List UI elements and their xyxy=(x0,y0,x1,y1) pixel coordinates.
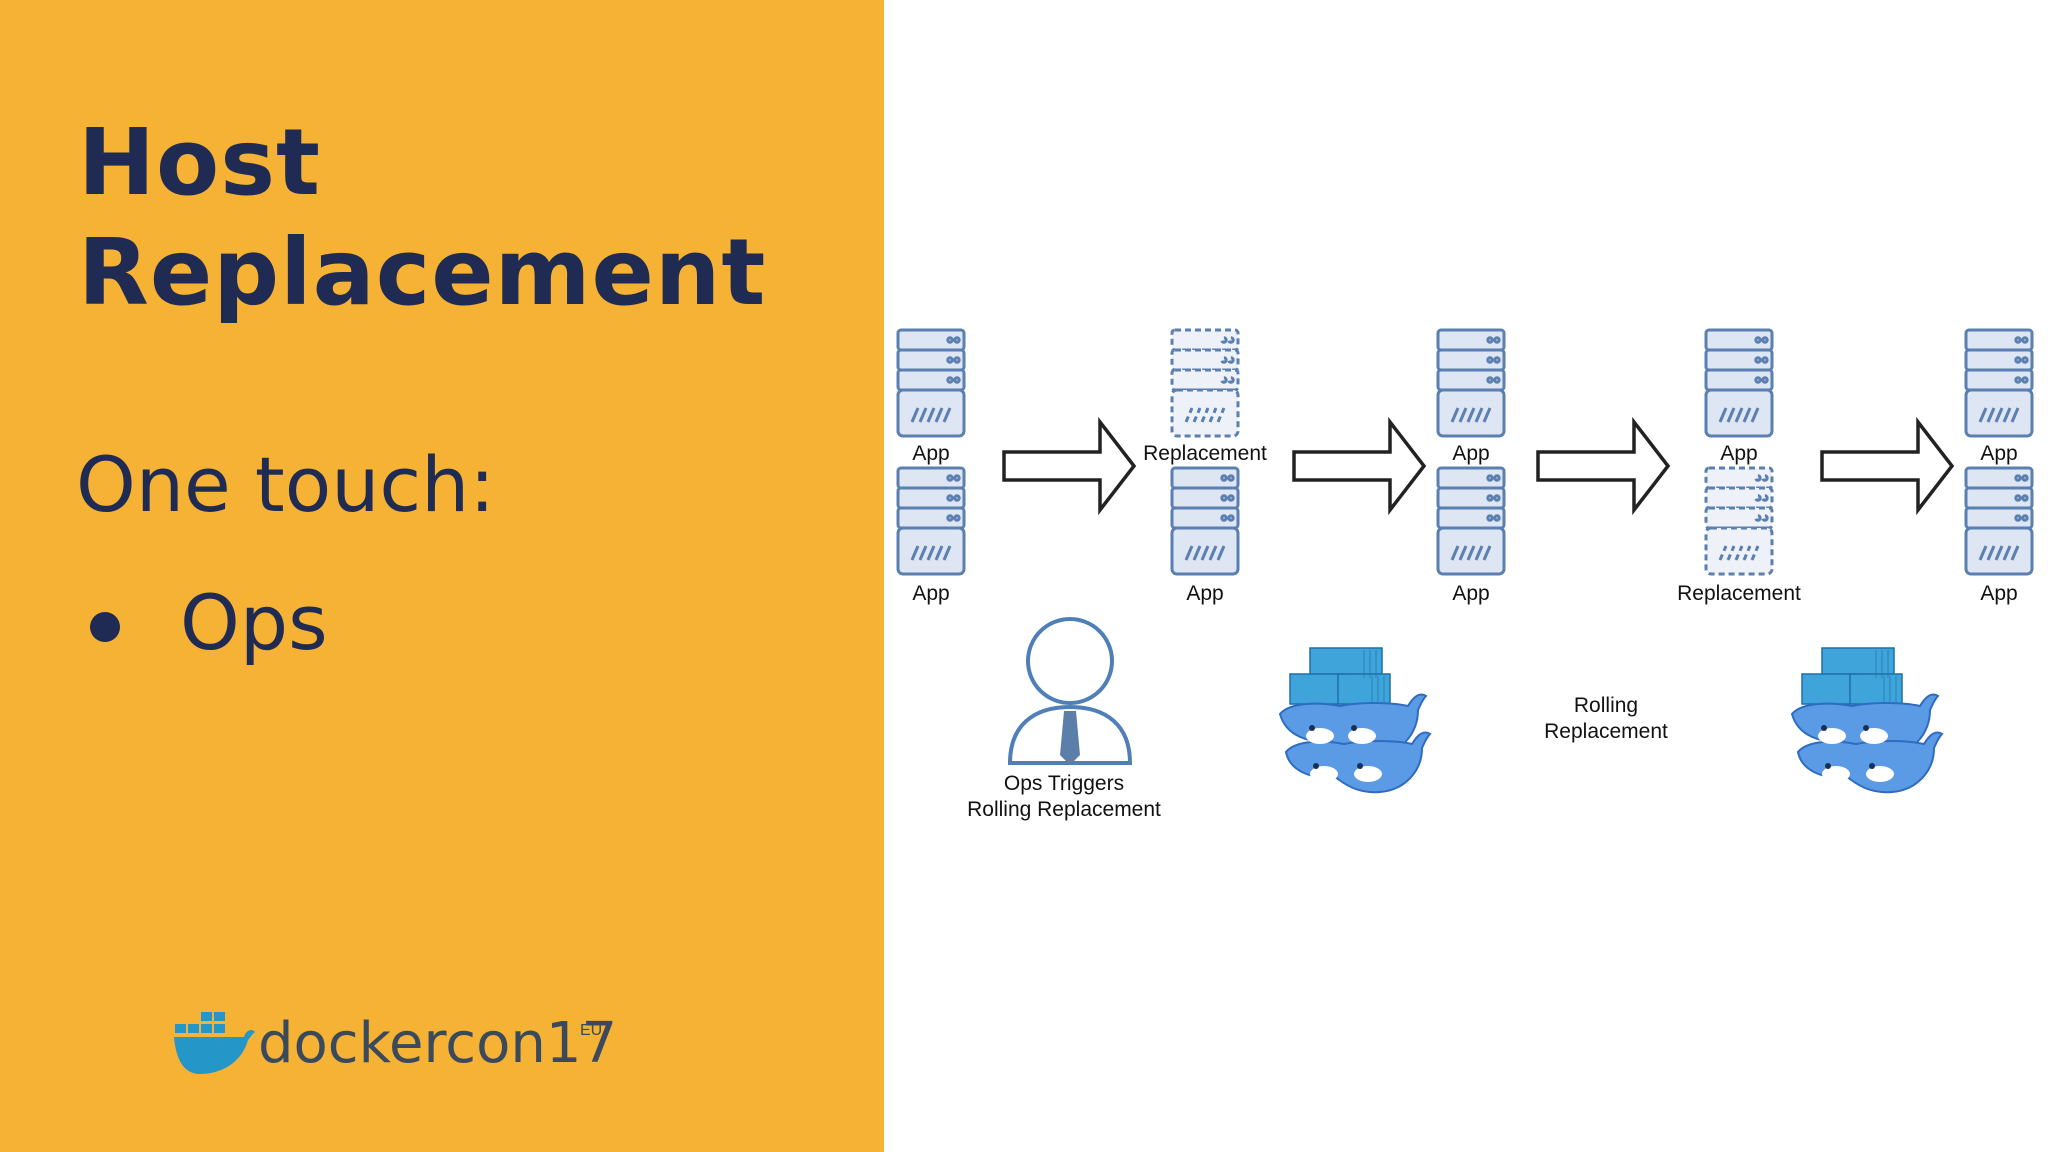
server-icon xyxy=(1964,466,2034,576)
server-icon xyxy=(1436,328,1506,438)
server-icon xyxy=(896,328,966,438)
server-icon xyxy=(1170,328,1240,438)
subtitle: One touch: xyxy=(76,440,495,529)
arrow-right-icon xyxy=(1002,420,1136,512)
server-label: App xyxy=(1186,582,1223,605)
rolling-replacement-diagram: AppAppReplacementAppAppAppAppReplacement… xyxy=(896,328,2034,821)
server-label: App xyxy=(1980,582,2017,605)
server-icon xyxy=(1704,466,1774,576)
ops-label-line-2: Rolling Replacement xyxy=(967,798,1161,821)
left-panel: Host Replacement One touch: Ops dockerco… xyxy=(0,0,884,1152)
bullet-text: Ops xyxy=(180,578,328,667)
server-label: App xyxy=(1452,442,1489,465)
server-label: Replacement xyxy=(1143,442,1267,465)
bullet-list: Ops xyxy=(80,578,328,668)
title-line-1: Host xyxy=(78,109,321,216)
docker-swarm-icon xyxy=(1279,647,1431,794)
server-icon xyxy=(896,466,966,576)
server-icon xyxy=(1170,466,1240,576)
server-icon xyxy=(1704,328,1774,438)
bullet-item: Ops xyxy=(80,578,328,668)
right-panel xyxy=(884,0,2048,1152)
arrow-right-icon xyxy=(1292,420,1426,512)
logo-region: EU xyxy=(580,1022,603,1039)
server-label: Replacement xyxy=(1677,582,1801,605)
server-label: App xyxy=(1720,442,1757,465)
ops-person xyxy=(1007,617,1133,765)
ops-label-line-1: Ops Triggers xyxy=(1004,772,1124,795)
title-line-2: Replacement xyxy=(78,219,767,326)
arrow-right-icon xyxy=(1820,420,1954,512)
bullet-dot-icon xyxy=(90,612,120,642)
person-head-icon xyxy=(1026,617,1114,705)
server-label: App xyxy=(1452,582,1489,605)
arrow-right-icon xyxy=(1536,420,1670,512)
server-label: App xyxy=(912,582,949,605)
server-label: App xyxy=(912,442,949,465)
docker-swarm-icon xyxy=(1791,647,1943,794)
rolling-label-line-2: Replacement xyxy=(1544,720,1668,743)
logo-wordmark: dockercon17 xyxy=(258,1004,617,1084)
server-icon xyxy=(1964,328,2034,438)
tie-icon xyxy=(1060,711,1080,765)
rolling-label-line-1: Rolling xyxy=(1574,694,1638,717)
logo-number: 17 xyxy=(545,1011,618,1076)
server-label: App xyxy=(1980,442,2017,465)
docker-whale-logo-icon xyxy=(174,1012,255,1074)
dockercon-logo: dockercon17 EU xyxy=(174,1004,617,1084)
slide-title: Host Replacement xyxy=(78,108,766,328)
server-icon xyxy=(1436,466,1506,576)
logo-name: dockercon xyxy=(258,1011,546,1076)
server-stages: AppAppReplacementAppAppAppAppReplacement… xyxy=(896,328,2034,605)
